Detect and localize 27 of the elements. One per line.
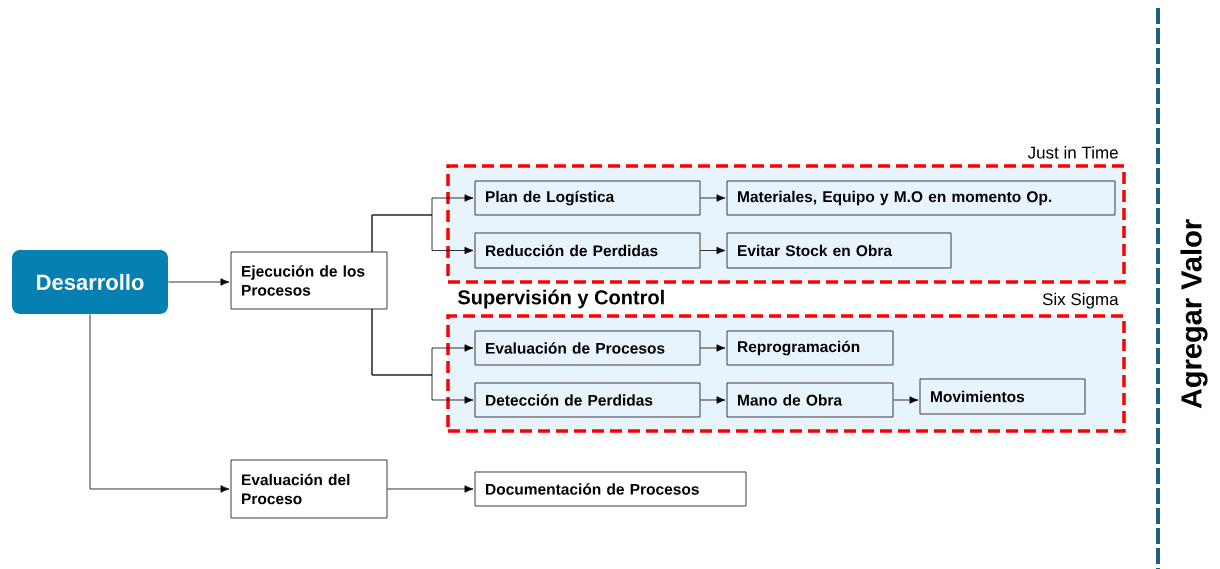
group-heading: Six Sigma: [1042, 292, 1119, 309]
process-box: Evitar Stock en Obra: [726, 232, 952, 269]
process-box: Mano de Obra: [726, 382, 894, 418]
arrow: [371, 214, 474, 255]
process-box: Reducción de Perdidas: [474, 232, 701, 269]
process-box: Detección de Perdidas: [474, 382, 701, 418]
arrow: [371, 308, 474, 404]
process-box: Reprogramación: [726, 330, 894, 366]
process-box: Evaluación del Proceso: [230, 459, 388, 519]
start-box: Desarrollo: [12, 250, 168, 314]
arrow: [89, 314, 230, 493]
process-box: Plan de Logística: [474, 180, 701, 216]
arrow: [700, 194, 726, 202]
process-box: Materiales, Equipo y M.O en momento Op.: [726, 180, 1116, 216]
group-heading: Just in Time: [1027, 146, 1118, 159]
arrow: [700, 246, 726, 255]
arrow: [700, 344, 726, 352]
process-box: Documentación de Procesos: [474, 471, 747, 507]
arrow: [893, 396, 919, 404]
side-heading: Agregar Valor: [1180, 219, 1208, 409]
section-heading: Supervisión y Control: [458, 289, 664, 309]
process-box: Ejecución de los Procesos: [230, 251, 388, 310]
process-box: Movimientos: [919, 378, 1086, 415]
arrow: [168, 278, 230, 286]
process-box: Evaluación de Procesos: [474, 330, 701, 366]
arrow: [387, 485, 474, 493]
arrow: [700, 396, 726, 404]
